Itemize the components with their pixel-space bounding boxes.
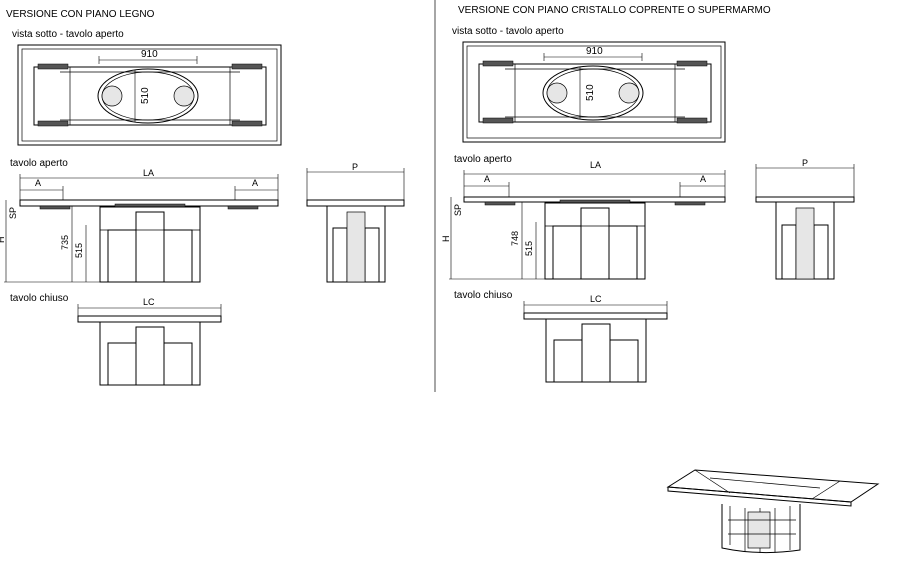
right-sub-top-view: vista sotto - tavolo aperto: [452, 26, 564, 37]
right-dim-515: 515: [524, 241, 534, 256]
right-dim-a2: A: [700, 174, 706, 184]
right-dim-910: 910: [586, 46, 603, 57]
right-dim-sp: SP: [453, 204, 463, 216]
left-dim-a2: A: [252, 178, 258, 188]
left-dim-910: 910: [141, 49, 158, 60]
right-front-closed: [523, 301, 668, 383]
left-dim-a1: A: [35, 178, 41, 188]
right-top-view: [462, 41, 726, 143]
left-top-view: [17, 44, 282, 146]
left-dim-735: 735: [60, 235, 70, 250]
left-side-view: [306, 168, 405, 283]
left-dim-510: 510: [140, 87, 151, 104]
right-dim-lc: LC: [590, 294, 602, 304]
left-dim-lc: LC: [143, 297, 155, 307]
right-dim-510: 510: [585, 84, 596, 101]
right-dim-a1: A: [484, 174, 490, 184]
right-dim-748: 748: [510, 231, 520, 246]
right-title: VERSIONE CON PIANO CRISTALLO COPRENTE O …: [458, 5, 771, 16]
left-front-closed: [77, 304, 222, 386]
left-dim-515: 515: [74, 243, 84, 258]
right-side-view: [755, 164, 855, 280]
left-dim-p: P: [352, 162, 358, 172]
left-dim-sp: SP: [8, 207, 18, 219]
right-dim-la: LA: [590, 160, 601, 170]
left-front-open: [4, 174, 279, 283]
left-dim-la: LA: [143, 168, 154, 178]
table-perspective-sketch: [666, 469, 880, 554]
right-dim-h: H: [441, 236, 451, 243]
right-sub-open: tavolo aperto: [454, 154, 512, 165]
right-front-open: [449, 170, 726, 280]
left-sub-open: tavolo aperto: [10, 158, 68, 169]
right-dim-p: P: [802, 158, 808, 168]
left-sub-top-view: vista sotto - tavolo aperto: [12, 29, 124, 40]
right-sub-closed: tavolo chiuso: [454, 290, 513, 301]
left-dim-h: H: [0, 237, 6, 244]
left-sub-closed: tavolo chiuso: [10, 293, 69, 304]
left-title: VERSIONE CON PIANO LEGNO: [6, 9, 155, 20]
